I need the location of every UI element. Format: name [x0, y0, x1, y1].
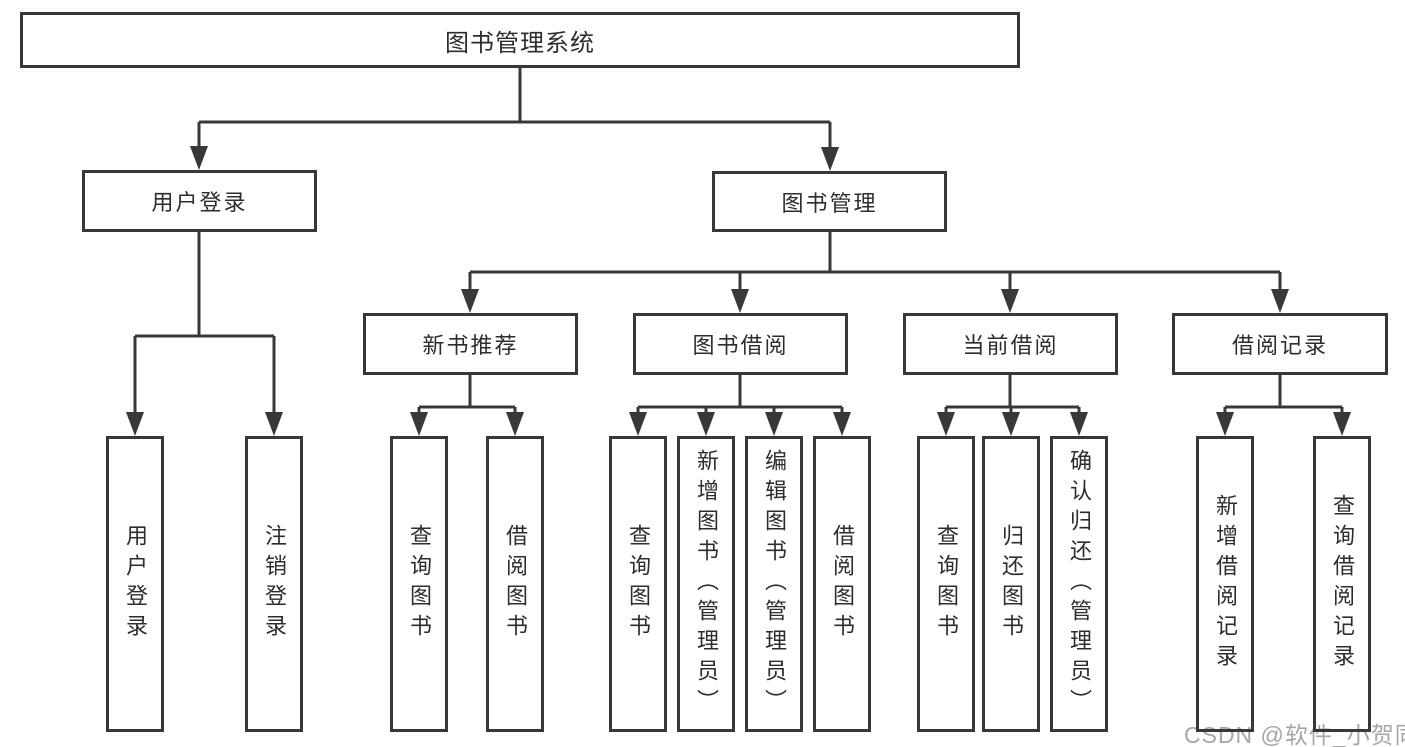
node-book-borrowing: 图书借阅 [633, 313, 848, 375]
leaf-current-return-books: 归还图书 [982, 436, 1040, 732]
arrow-down-icon [937, 412, 955, 436]
arrow-down-icon [190, 146, 208, 170]
leaf-label: 注销登录 [262, 524, 287, 644]
leaf-label: 新增图书（管理员） [694, 449, 719, 719]
leaf-logout: 注销登录 [245, 436, 303, 732]
leaf-label: 借阅图书 [830, 524, 855, 644]
arrow-down-icon [461, 289, 479, 313]
leaf-label: 查询图书 [407, 524, 432, 644]
arrow-down-icon [265, 412, 283, 436]
leaf-borrow-query-books: 查询图书 [609, 436, 667, 732]
leaf-label: 查询借阅记录 [1330, 494, 1355, 674]
node-system-root: 图书管理系统 [20, 12, 1020, 68]
leaf-label: 查询图书 [934, 524, 959, 644]
leaf-label: 借阅图书 [503, 524, 528, 644]
node-new-book-recommend: 新书推荐 [363, 313, 578, 375]
arrow-down-icon [629, 412, 647, 436]
leaf-borrow-add-books-admin: 新增图书（管理员） [677, 436, 735, 732]
arrow-down-icon [1271, 289, 1289, 313]
node-current-borrowing: 当前借阅 [903, 313, 1118, 375]
arrow-down-icon [1333, 412, 1351, 436]
leaf-label: 查询图书 [626, 524, 651, 644]
node-borrowing-records: 借阅记录 [1172, 313, 1388, 375]
arrow-down-icon [731, 289, 749, 313]
leaf-current-confirm-return-admin: 确认归还（管理员） [1050, 436, 1108, 732]
arrow-down-icon [697, 412, 715, 436]
leaf-record-add-borrow-record: 新增借阅记录 [1196, 436, 1254, 732]
arrow-down-icon [506, 412, 524, 436]
csdn-watermark: CSDN @软件_小贺同学 [1184, 722, 1405, 747]
node-user-login: 用户登录 [82, 170, 317, 232]
arrow-down-icon [1001, 289, 1019, 313]
leaf-user-login: 用户登录 [106, 436, 164, 732]
leaf-borrow-edit-books-admin: 编辑图书（管理员） [745, 436, 803, 732]
leaf-label: 归还图书 [999, 524, 1024, 644]
leaf-newbook-query-books: 查询图书 [390, 436, 448, 732]
leaf-label: 新增借阅记录 [1213, 494, 1238, 674]
arrow-down-icon [821, 147, 839, 171]
leaf-record-query-borrow-record: 查询借阅记录 [1313, 436, 1371, 732]
arrow-down-icon [833, 412, 851, 436]
arrow-down-icon [126, 412, 144, 436]
arrow-down-icon [1216, 412, 1234, 436]
leaf-borrow-borrow-books: 借阅图书 [813, 436, 871, 732]
leaf-label: 确认归还（管理员） [1067, 449, 1092, 719]
arrow-down-icon [410, 412, 428, 436]
leaf-newbook-borrow-books: 借阅图书 [486, 436, 544, 732]
arrow-down-icon [1002, 412, 1020, 436]
arrow-down-icon [1070, 412, 1088, 436]
leaf-current-query-books: 查询图书 [917, 436, 975, 732]
node-book-management: 图书管理 [712, 171, 947, 232]
arrow-down-icon [765, 412, 783, 436]
leaf-label: 编辑图书（管理员） [762, 449, 787, 719]
leaf-label: 用户登录 [123, 524, 148, 644]
